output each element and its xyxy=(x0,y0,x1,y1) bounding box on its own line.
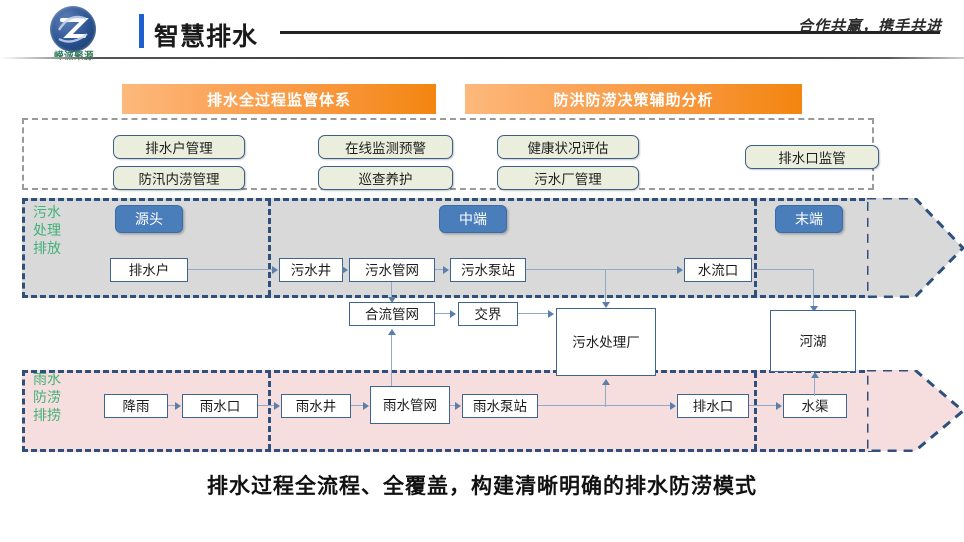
node-sewage-pipe-network[interactable]: 污水管网 xyxy=(349,258,435,282)
stage-pill-middle: 中端 xyxy=(439,205,507,233)
band-stormwater-arrowhead xyxy=(867,370,964,452)
arrowhead-outlet-to-river xyxy=(810,306,818,312)
node-rain-inlet[interactable]: 雨水口 xyxy=(182,394,258,418)
stage-divider-source-mid-top xyxy=(268,200,271,296)
band-label-stormwater: 雨水 防涝 排捞 xyxy=(33,373,61,424)
band-label-sewage: 污水 处理 排放 xyxy=(33,206,61,257)
node-sewage-pump-station[interactable]: 污水泵站 xyxy=(450,258,526,282)
arrowhead-sewage-pipe-down xyxy=(388,297,396,303)
arrowhead-rainpipe-up-to-combined xyxy=(388,329,396,335)
banner-flood-analysis: 防洪防涝决策辅助分析 xyxy=(465,84,802,114)
slide-header: 嵘诚聚源 智慧排水 合作共赢，携手共进 xyxy=(0,0,964,62)
arrowhead-user-to-well xyxy=(272,266,278,274)
chip-flood-waterlogging-management[interactable]: 防汛内涝管理 xyxy=(113,166,245,190)
arrowhead-well-to-pipe xyxy=(342,266,348,274)
chip-outlet-supervision[interactable]: 排水口监管 xyxy=(745,145,879,169)
node-combined-pipe-network[interactable]: 合流管网 xyxy=(349,302,435,326)
connector-rainpump-to-outlet xyxy=(538,405,671,407)
band-sewage-arrowhead xyxy=(867,198,964,298)
connector-well-to-rainpipe xyxy=(351,405,363,407)
arrowhead-combined-to-junction xyxy=(450,310,456,318)
connector-rainpipe-to-pump xyxy=(450,405,455,407)
node-canal[interactable]: 水渠 xyxy=(783,394,847,418)
connector-outlet-to-canal xyxy=(749,405,776,407)
node-drainage-user[interactable]: 排水户 xyxy=(110,258,188,282)
node-wastewater-treatment-plant[interactable]: 污水处理厂 xyxy=(556,308,656,376)
node-rain-pipe-network[interactable]: 雨水管网 xyxy=(370,386,450,424)
connector-outlet-down-to-river xyxy=(813,269,815,309)
node-rain-well[interactable]: 雨水井 xyxy=(281,394,351,418)
connector-rainfall-to-inlet xyxy=(168,405,176,407)
connector-sewage-pipe-down xyxy=(391,282,393,300)
arrowhead-pump-to-outlet xyxy=(677,266,683,274)
arrowhead-rainfall-to-inlet xyxy=(175,402,181,410)
arrowhead-outlet-to-canal xyxy=(776,402,782,410)
logo-z-icon xyxy=(57,15,89,43)
arrowhead-rainpump-to-outlet xyxy=(670,402,676,410)
chip-online-monitoring-alert[interactable]: 在线监测预警 xyxy=(318,135,453,159)
chip-wastewater-plant-management[interactable]: 污水厂管理 xyxy=(497,166,639,190)
connector-outlet-right xyxy=(752,269,814,271)
company-logo: 嵘诚聚源 xyxy=(36,6,112,62)
node-rainfall[interactable]: 降雨 xyxy=(104,394,168,418)
stage-pill-end: 末端 xyxy=(775,205,843,233)
connector-pump-down-to-plant xyxy=(605,269,607,305)
node-drainage-outlet[interactable]: 排水口 xyxy=(677,394,749,418)
logo-wordmark: 嵘诚聚源 xyxy=(36,48,112,62)
slide-caption: 排水过程全流程、全覆盖，构建清晰明确的排水防涝模式 xyxy=(207,474,757,498)
banner-supervision-system: 排水全过程监管体系 xyxy=(122,84,436,114)
arrowhead-rainpipe-to-pump xyxy=(455,402,461,410)
page-title: 智慧排水 xyxy=(154,23,259,51)
connector-storm-up-to-plant xyxy=(605,385,607,407)
connector-combined-to-junction xyxy=(435,313,451,315)
arrowhead-pipe-to-pump xyxy=(443,266,449,274)
arrowhead-storm-up-to-plant xyxy=(602,379,610,385)
node-rain-pump-station[interactable]: 雨水泵站 xyxy=(462,394,538,418)
connector-pump-to-outlet xyxy=(526,269,678,271)
header-underline xyxy=(0,57,964,59)
chip-drainage-user-management[interactable]: 排水户管理 xyxy=(113,135,245,159)
arrowhead-canal-up-to-river xyxy=(811,372,819,378)
stage-divider-source-mid-bottom xyxy=(268,372,271,450)
title-rule xyxy=(280,31,940,34)
stage-divider-mid-end-bottom xyxy=(754,372,757,450)
connector-inlet-to-well xyxy=(258,405,275,407)
title-accent-bar xyxy=(139,14,144,48)
chip-inspection-maintenance[interactable]: 巡查养护 xyxy=(318,166,453,190)
connector-pipe-to-pump xyxy=(435,269,444,271)
stage-divider-mid-end-top xyxy=(754,200,757,296)
connector-rainpipe-up-to-combined xyxy=(391,335,393,386)
connector-junction-to-plant xyxy=(518,313,549,315)
stage-pill-source: 源头 xyxy=(115,205,183,233)
arrowhead-well-to-rainpipe xyxy=(363,402,369,410)
node-junction[interactable]: 交界 xyxy=(458,302,518,326)
node-river-lake[interactable]: 河湖 xyxy=(770,310,856,372)
chip-health-assessment[interactable]: 健康状况评估 xyxy=(497,135,639,159)
arrowhead-pump-down-to-plant xyxy=(602,302,610,308)
connector-canal-up-to-river xyxy=(814,378,816,396)
connector-user-to-well xyxy=(188,269,273,271)
arrowhead-inlet-to-well xyxy=(274,402,280,410)
node-sewage-well[interactable]: 污水井 xyxy=(279,258,343,282)
header-slogan: 合作共赢，携手共进 xyxy=(797,19,942,35)
node-water-outlet[interactable]: 水流口 xyxy=(684,258,752,282)
arrowhead-junction-to-plant xyxy=(548,310,554,318)
